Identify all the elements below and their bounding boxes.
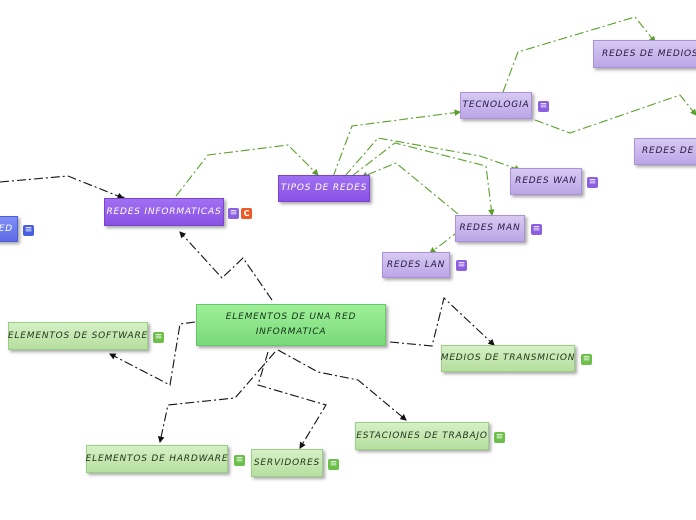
node-redes-informaticas[interactable]: REDES INFORMATICAS — [104, 198, 224, 226]
note-icon[interactable]: ≡ — [153, 332, 164, 343]
edge-central-to-software — [109, 321, 196, 386]
node-tecnologia-label: TECNOLOGIA — [462, 100, 530, 110]
node-medios-transmicion[interactable]: MEDIOS DE TRANSMICION — [441, 345, 575, 372]
node-redes-man[interactable]: REDES MAN — [455, 215, 525, 242]
node-redes-lan-label: REDES LAN — [386, 259, 446, 270]
node-estaciones-trabajo-label: ESTACIONES DE TRABAJO — [356, 430, 488, 441]
edge-central-to-hardware — [157, 351, 276, 444]
node-left-partial[interactable]: ED — [0, 216, 18, 242]
note-icon[interactable]: ≡ — [234, 455, 245, 466]
edge-man-to-tipos — [360, 162, 459, 215]
node-tecnologia[interactable]: TECNOLOGIA — [460, 92, 532, 119]
node-elementos-software[interactable]: ELEMENTOS DE SOFTWARE — [8, 322, 148, 350]
node-central-label: ELEMENTOS DE UNA RED INFORMATICA — [225, 312, 357, 337]
node-servidores-label: SERVIDORES — [253, 457, 321, 468]
node-redes-de-n[interactable]: REDES DE N — [634, 138, 696, 165]
node-redes-lan[interactable]: REDES LAN — [382, 252, 450, 278]
edge-tipos-to-man — [351, 142, 495, 217]
note-icon[interactable]: ≡ — [228, 208, 239, 219]
node-estaciones-trabajo[interactable]: ESTACIONES DE TRABAJO — [355, 422, 489, 450]
edge-left-to-redes-informaticas — [0, 175, 125, 200]
note-icon[interactable]: ≡ — [587, 177, 598, 188]
edge-central-to-servidores — [257, 351, 327, 449]
edge-tecnologia-to-redes-de-n — [534, 94, 696, 134]
node-redes-medios-g[interactable]: REDES DE MEDIOS G — [593, 40, 696, 68]
node-elementos-hardware[interactable]: ELEMENTOS DE HARDWARE — [86, 445, 228, 473]
node-tipos-de-redes-label: TIPOS DE REDES — [280, 183, 368, 193]
note-icon[interactable]: ≡ — [328, 459, 339, 470]
node-redes-medios-g-label: REDES DE MEDIOS G — [602, 48, 696, 59]
node-elementos-hardware-label: ELEMENTOS DE HARDWARE — [85, 453, 229, 464]
note-icon[interactable]: ≡ — [531, 224, 542, 235]
node-elementos-software-label: ELEMENTOS DE SOFTWARE — [7, 330, 149, 341]
node-redes-de-n-label: REDES DE N — [642, 146, 696, 156]
edge-tipos-to-wan — [344, 137, 522, 177]
node-redes-man-label: REDES MAN — [459, 223, 521, 233]
node-servidores[interactable]: SERVIDORES — [251, 449, 323, 477]
node-redes-wan[interactable]: REDES WAN — [510, 168, 582, 195]
edge-central-to-medios — [389, 296, 495, 347]
node-tipos-de-redes[interactable]: TIPOS DE REDES — [278, 175, 370, 202]
flag-icon[interactable]: C — [241, 208, 252, 219]
note-icon[interactable]: ≡ — [538, 101, 549, 112]
node-redes-wan-label: REDES WAN — [515, 176, 577, 186]
edge-man-to-lan — [429, 229, 461, 254]
edge-central-to-redes-informaticas — [179, 231, 273, 301]
edge-tecnologia-to-medios-g — [502, 16, 656, 93]
node-central[interactable]: ELEMENTOS DE UNA RED INFORMATICA — [196, 304, 386, 346]
note-icon[interactable]: ≡ — [23, 225, 34, 236]
note-icon[interactable]: ≡ — [456, 260, 467, 271]
node-left-partial-label: ED — [0, 223, 13, 234]
note-icon[interactable]: ≡ — [581, 354, 592, 365]
note-icon[interactable]: ≡ — [494, 432, 505, 443]
node-medios-transmicion-label: MEDIOS DE TRANSMICION — [440, 353, 576, 363]
edge-central-to-estaciones — [277, 349, 407, 421]
edge-tipos-to-tecnologia — [332, 109, 462, 178]
node-redes-informaticas-label: REDES INFORMATICAS — [106, 206, 222, 217]
edge-redes-informaticas-to-tipos — [175, 144, 319, 197]
